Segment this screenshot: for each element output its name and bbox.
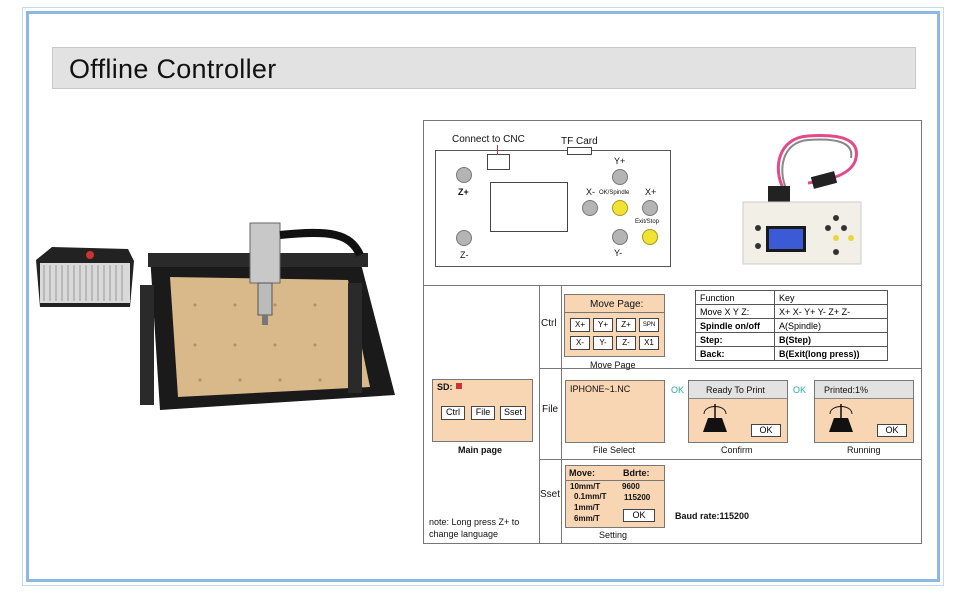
running-caption: Running [847, 445, 881, 455]
setting-bdrte-label: Bdrte: [623, 468, 650, 478]
ok-spindle-button[interactable] [612, 200, 628, 216]
main-page-caption: Main page [458, 445, 503, 455]
file-name[interactable]: IPHONE~1.NC [570, 384, 631, 394]
table-row: Move X Y Z:X+ X- Y+ Y- Z+ Z- [695, 304, 888, 319]
row-label-sset: Sset [540, 489, 561, 500]
y-plus-button[interactable] [612, 169, 628, 185]
step-option-3[interactable]: 1mm/T [574, 503, 600, 512]
arrow-ok-1: OK [671, 385, 685, 395]
table-row: Back:B(Exit(long press)) [695, 346, 888, 361]
cnc-machine-image [36, 222, 395, 410]
connector-port [487, 154, 510, 170]
x-plus-button[interactable] [642, 200, 658, 216]
exit-stop-label: Exit/Stop [635, 219, 660, 225]
y-minus-button[interactable] [612, 229, 628, 245]
move-page-header: Move Page: [590, 299, 644, 310]
row-label-ctrl: Ctrl [541, 318, 557, 329]
row-label-file: File [542, 404, 559, 415]
move-page-caption: Move Page [590, 360, 636, 370]
cnc-icon [703, 404, 727, 432]
key-spn[interactable]: SPN [639, 318, 659, 332]
language-note: note: Long press Z+ to change language [429, 517, 520, 539]
z-plus-label: Z+ [458, 187, 469, 197]
ok-spindle-label: OK/Spindle [599, 190, 630, 196]
table-cell: B(Step) [774, 332, 888, 347]
outer-frame [22, 7, 944, 586]
step-option-1[interactable]: 10mm/T [570, 482, 601, 491]
sd-indicator [456, 383, 462, 389]
baud-rate-note: Baud rate:115200 [675, 511, 750, 521]
confirm-caption: Confirm [721, 445, 753, 455]
key-z-plus[interactable]: Z+ [616, 318, 636, 332]
z-minus-label: Z- [460, 250, 469, 260]
table-cell: Spindle on/off [695, 318, 775, 333]
table-row: Step:B(Step) [695, 332, 888, 347]
key-x-plus[interactable]: X+ [570, 318, 590, 332]
x-plus-label: X+ [645, 187, 657, 197]
key-y-minus[interactable]: Y- [593, 336, 613, 350]
divider-h2 [539, 368, 922, 369]
tf-card-slot [567, 147, 592, 155]
confirm-header-bar [689, 381, 787, 399]
controller-product-image [742, 134, 862, 265]
arrow-ok-2: OK [793, 385, 807, 395]
divider-h3 [539, 459, 922, 460]
cnc-running-icon [829, 404, 853, 432]
baud-option-2[interactable]: 115200 [624, 493, 651, 502]
connect-pointer [497, 145, 498, 155]
controller-diagram [435, 150, 671, 267]
table-cell: A(Spindle) [774, 318, 888, 333]
blue-frame [26, 11, 940, 582]
setting-caption: Setting [599, 530, 628, 540]
z-plus-button[interactable] [456, 167, 472, 183]
divider-v2 [561, 285, 562, 544]
connect-label: Connect to CNC [452, 134, 525, 145]
setting-move-label: Move: [569, 468, 596, 478]
running-header: Printed:1% [824, 385, 869, 395]
tf-card-label: TF Card [561, 136, 598, 147]
table-cell: X+ X- Y+ Y- Z+ Z- [774, 304, 888, 319]
main-file-button[interactable]: File [471, 406, 495, 420]
key-x1[interactable]: X1 [639, 336, 659, 350]
key-x-minus[interactable]: X- [570, 336, 590, 350]
table-cell: Move X Y Z: [695, 304, 775, 319]
controller-screen [490, 182, 568, 232]
x-minus-label: X- [586, 187, 595, 197]
main-sset-button[interactable]: Sset [500, 406, 526, 420]
sd-label: SD: [437, 382, 453, 392]
setting-ok-button[interactable]: OK [623, 509, 655, 522]
page-title: Offline Controller [69, 54, 277, 84]
table-cell: B(Exit(long press)) [774, 346, 888, 361]
file-select-screen [565, 380, 665, 443]
main-ctrl-button[interactable]: Ctrl [441, 406, 465, 420]
table-cell: Back: [695, 346, 775, 361]
running-header-bar [815, 381, 913, 399]
y-minus-label: Y- [614, 248, 623, 258]
table-cell: Function [695, 290, 775, 305]
y-plus-label: Y+ [614, 156, 626, 166]
confirm-ok-button[interactable]: OK [751, 424, 781, 437]
x-minus-button[interactable] [582, 200, 598, 216]
baud-option-1[interactable]: 9600 [622, 482, 640, 491]
file-select-caption: File Select [593, 445, 636, 455]
step-option-2[interactable]: 0.1mm/T [574, 492, 607, 501]
z-minus-button[interactable] [456, 230, 472, 246]
divider-v1 [539, 285, 540, 544]
table-cell: Key [774, 290, 888, 305]
running-ok-button[interactable]: OK [877, 424, 907, 437]
key-y-plus[interactable]: Y+ [593, 318, 613, 332]
table-cell: Step: [695, 332, 775, 347]
step-option-4[interactable]: 6mm/T [574, 514, 600, 523]
confirm-header: Ready To Print [706, 385, 765, 395]
exit-stop-button[interactable] [642, 229, 658, 245]
divider-h1 [423, 285, 922, 286]
title-bar: Offline Controller [52, 47, 916, 89]
key-z-minus[interactable]: Z- [616, 336, 636, 350]
